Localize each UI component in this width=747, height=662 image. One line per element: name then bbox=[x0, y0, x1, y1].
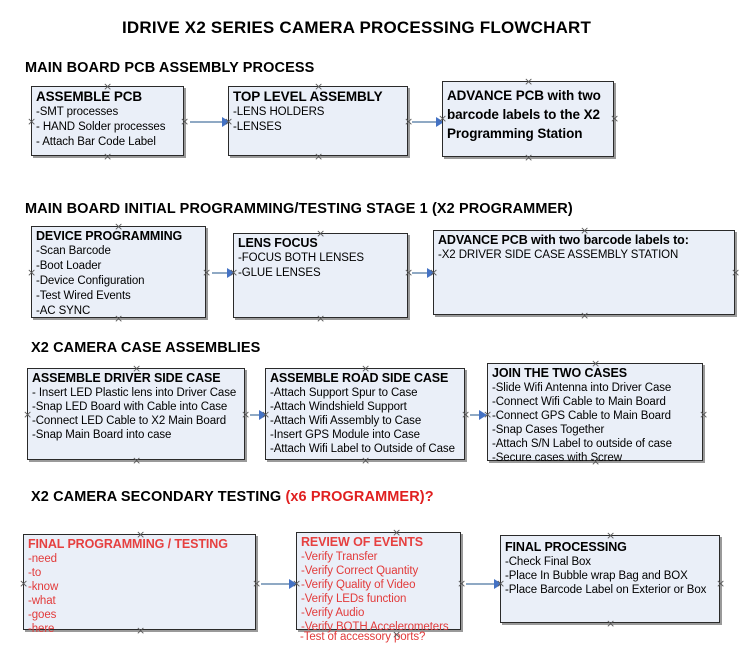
flow-box-line: -Connect GPS Cable to Main Board bbox=[492, 410, 671, 422]
connector-line bbox=[250, 414, 263, 416]
flow-box-title: LENS FOCUS bbox=[238, 236, 318, 250]
flow-box-line: -AC SYNC bbox=[36, 305, 91, 317]
flow-box-title: ADVANCE PCB with two barcode labels to t… bbox=[447, 88, 601, 141]
flow-box-review-of-events[interactable]: REVIEW OF EVENTS -Verify Transfer -Verif… bbox=[296, 532, 461, 633]
connector-line bbox=[412, 121, 439, 123]
flow-box-advance-pcb-to-driver-side-case[interactable]: ADVANCE PCB with two barcode labels to: … bbox=[433, 230, 735, 315]
section-heading-accent: (x6 PROGRAMMER)? bbox=[285, 489, 434, 505]
flow-box-line: -know bbox=[28, 581, 59, 593]
flow-box-line: -Insert GPS Module into Case bbox=[270, 429, 420, 441]
flow-box-join-the-two-cases[interactable]: JOIN THE TWO CASES -Slide Wifi Antenna i… bbox=[487, 363, 703, 464]
flow-box-line: -LENSES bbox=[233, 121, 282, 133]
flow-box-line: -Connect LED Cable to X2 Main Board bbox=[32, 415, 227, 427]
flow-box-line: -FOCUS BOTH LENSES bbox=[238, 252, 364, 264]
flow-box-title: ADVANCE PCB with two barcode labels to: bbox=[438, 233, 689, 247]
section-heading-main-board-pcb-assembly: MAIN BOARD PCB ASSEMBLY PROCESS bbox=[25, 60, 315, 76]
flow-box-line: -Verify BOTH Accelerometers bbox=[301, 621, 449, 633]
flow-box-line: -goes bbox=[28, 609, 57, 621]
flow-box-title: FINAL PROCESSING bbox=[505, 540, 627, 554]
page-title: IDRIVE X2 SERIES CAMERA PROCESSING FLOWC… bbox=[122, 18, 592, 37]
flow-box-line: -Snap Main Board into case bbox=[32, 429, 172, 441]
connector-arrowhead bbox=[227, 268, 235, 278]
flow-box-line: -Slide Wifi Antenna into Driver Case bbox=[492, 382, 672, 394]
flow-box-line: -Check Final Box bbox=[505, 556, 591, 568]
flow-box-overflow-line: -Test of accessory ports? bbox=[300, 631, 426, 643]
flow-box-line: -Verify Quality of Video bbox=[301, 579, 416, 591]
flow-box-advance-pcb-to-programming-station[interactable]: ADVANCE PCB with two barcode labels to t… bbox=[442, 81, 614, 157]
flow-box-title: REVIEW OF EVENTS bbox=[301, 535, 424, 549]
section-heading-main-board-initial-programming: MAIN BOARD INITIAL PROGRAMMING/TESTING S… bbox=[25, 201, 573, 217]
flow-box-top-level-assembly[interactable]: TOP LEVEL ASSEMBLY -LENS HOLDERS -LENSES bbox=[228, 86, 408, 156]
flow-box-title: JOIN THE TWO CASES bbox=[492, 366, 628, 380]
flow-box-line: -Attach Wifi Assembly to Case bbox=[270, 415, 422, 427]
flow-box-line: -Attach Wifi Label to Outside of Case bbox=[270, 443, 455, 455]
connector-arrowhead bbox=[436, 117, 444, 127]
section-heading-x2-camera-secondary-testing: X2 CAMERA SECONDARY TESTING (x6 PROGRAMM… bbox=[31, 489, 434, 505]
flow-box-title: ASSEMBLE PCB bbox=[36, 89, 143, 104]
flow-box-title: ASSEMBLE ROAD SIDE CASE bbox=[270, 371, 449, 385]
flow-box-line: -LENS HOLDERS bbox=[233, 106, 325, 118]
flow-box-line: -Place In Bubble wrap Bag and BOX bbox=[505, 570, 688, 582]
flow-box-line: -Attach Support Spur to Case bbox=[270, 387, 418, 399]
flow-box-lens-focus[interactable]: LENS FOCUS -FOCUS BOTH LENSES -GLUE LENS… bbox=[233, 233, 408, 318]
flow-box-line: -Secure cases with Screw bbox=[492, 452, 622, 464]
connector-line bbox=[261, 583, 293, 585]
flow-box-final-programming-testing[interactable]: FINAL PROGRAMMING / TESTING -need -to -k… bbox=[23, 534, 256, 635]
flow-box-line: -Snap Cases Together bbox=[492, 424, 605, 436]
flow-box-line: -Connect Wifi Cable to Main Board bbox=[492, 396, 666, 408]
flow-box-title: ASSEMBLE DRIVER SIDE CASE bbox=[32, 371, 221, 385]
flow-box-line: -SMT processes bbox=[36, 106, 119, 118]
flow-box-line: - Insert LED Plastic lens into Driver Ca… bbox=[32, 387, 237, 399]
section-heading-x2-camera-case-assemblies: X2 CAMERA CASE ASSEMBLIES bbox=[31, 340, 261, 356]
flow-box-line: -to bbox=[28, 567, 42, 579]
section-heading-text: X2 CAMERA SECONDARY TESTING bbox=[31, 489, 286, 505]
connector-line bbox=[412, 272, 430, 274]
flow-box-line: -Verify Transfer bbox=[301, 551, 378, 563]
flow-box-line: -Verify LEDs function bbox=[301, 593, 407, 605]
flow-box-line: -Place Barcode Label on Exterior or Box bbox=[505, 584, 707, 596]
connector-line bbox=[212, 272, 230, 274]
flow-box-line: -Attach S/N Label to outside of case bbox=[492, 438, 672, 450]
flow-box-final-processing[interactable]: FINAL PROCESSING -Check Final Box -Place… bbox=[500, 535, 720, 623]
flow-box-line: -Device Configuration bbox=[36, 275, 145, 287]
flow-box-device-programming[interactable]: DEVICE PROGRAMMING -Scan Barcode -Boot L… bbox=[31, 226, 206, 318]
flow-box-line: -Snap LED Board with Cable into Case bbox=[32, 401, 228, 413]
connector-line bbox=[190, 121, 225, 123]
flow-box-line: -Verify Correct Quantity bbox=[301, 565, 419, 577]
flow-box-line: -Verify Audio bbox=[301, 607, 365, 619]
flow-box-line: -here bbox=[28, 623, 55, 635]
connector-line bbox=[466, 583, 498, 585]
flow-box-line: -Boot Loader bbox=[36, 260, 102, 272]
flow-box-line: -Attach Windshield Support bbox=[270, 401, 407, 413]
flow-box-title: DEVICE PROGRAMMING bbox=[36, 229, 183, 243]
connector-arrowhead bbox=[289, 579, 297, 589]
connector-arrowhead bbox=[259, 410, 267, 420]
flow-box-line: -Test Wired Events bbox=[36, 290, 131, 302]
flow-box-line: - HAND Solder processes bbox=[36, 121, 166, 133]
flow-box-line: -GLUE LENSES bbox=[238, 267, 321, 279]
connector-arrowhead bbox=[427, 268, 435, 278]
flow-box-line: -Scan Barcode bbox=[36, 245, 111, 257]
connector-arrowhead bbox=[494, 579, 502, 589]
connector-arrowhead bbox=[222, 117, 230, 127]
flow-box-assemble-road-side-case[interactable]: ASSEMBLE ROAD SIDE CASE -Attach Support … bbox=[265, 368, 465, 460]
flow-box-title: TOP LEVEL ASSEMBLY bbox=[233, 89, 383, 104]
flow-box-line: -what bbox=[28, 595, 56, 607]
flow-box-line: -need bbox=[28, 553, 57, 565]
flow-box-title: FINAL PROGRAMMING / TESTING bbox=[28, 537, 228, 551]
connector-line bbox=[470, 414, 483, 416]
flow-box-line: -X2 DRIVER SIDE CASE ASSEMBLY STATION bbox=[438, 249, 679, 261]
flow-box-assemble-pcb[interactable]: ASSEMBLE PCB -SMT processes - HAND Solde… bbox=[31, 86, 184, 156]
connector-arrowhead bbox=[479, 410, 487, 420]
flow-box-line: - Attach Bar Code Label bbox=[36, 136, 156, 148]
flow-box-assemble-driver-side-case[interactable]: ASSEMBLE DRIVER SIDE CASE - Insert LED P… bbox=[27, 368, 245, 460]
